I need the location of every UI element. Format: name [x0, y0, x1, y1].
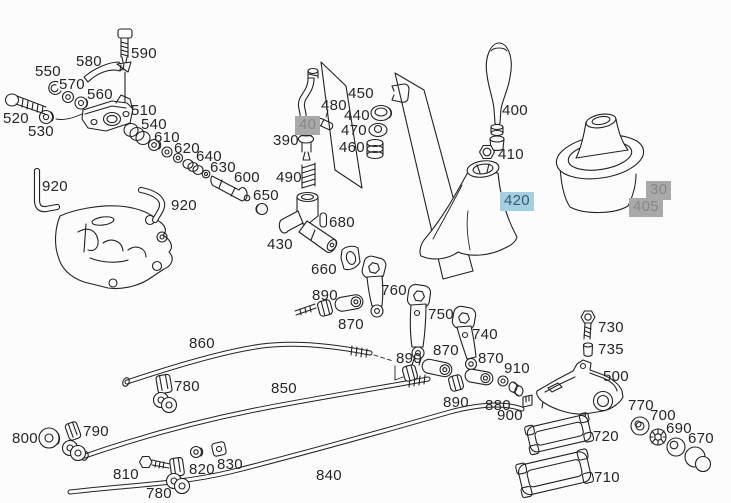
transmission-housing-art	[56, 206, 173, 289]
clamp-780-lower-art	[167, 457, 190, 493]
pipe-920-right-art	[141, 190, 162, 220]
flange-510-art	[82, 95, 133, 131]
shaft-600-art	[211, 176, 250, 201]
gasket-660-art	[341, 246, 360, 269]
spool-880-art	[509, 382, 523, 396]
linkage-rodend-B-art	[395, 358, 453, 382]
grommet-620-art	[162, 147, 172, 157]
grommet-440-art	[371, 106, 392, 121]
bracket-500-art	[537, 360, 623, 419]
pin-480-art	[316, 110, 333, 131]
washers-530-art	[40, 111, 85, 124]
ring-640-art	[174, 154, 183, 163]
clip-450-art	[392, 84, 409, 102]
rod-840-art	[70, 405, 522, 492]
boot-405-art	[553, 112, 646, 213]
sleeve-735-art	[584, 343, 593, 356]
cap-670-art	[685, 447, 711, 472]
c-clip-550-art	[49, 81, 61, 94]
clip-900-art	[523, 395, 532, 407]
detail-box-right-art	[395, 73, 473, 279]
linkage-rodend-A-art	[295, 294, 364, 317]
shifter-base-430-art	[279, 193, 338, 253]
bushing-910-art	[498, 376, 508, 386]
clamp-790-art	[63, 421, 86, 461]
lever-760-art	[361, 255, 388, 317]
spring-630-art	[183, 160, 210, 178]
pipe-920-left-art	[37, 171, 57, 209]
spring-boss-540-art	[124, 124, 150, 145]
lever-750-art	[407, 284, 432, 365]
lever-580-art	[84, 62, 123, 82]
shift-boot-420-art	[420, 159, 517, 259]
rings-610-art	[149, 140, 161, 151]
washer-770-art	[631, 417, 649, 435]
rings-820-art	[191, 447, 203, 458]
grommet-800-art	[39, 428, 60, 448]
lever-740-art	[451, 305, 481, 373]
rod-850-art	[81, 375, 428, 461]
gasket-frame-720-art	[524, 412, 594, 455]
shift-rod-390-art	[298, 69, 318, 161]
gasket-frame-710-art	[515, 448, 594, 498]
rod-860-art	[122, 344, 393, 387]
bolt-520-art	[6, 94, 47, 114]
toothed-washer-700-art	[650, 429, 666, 445]
bolt-810-art	[140, 457, 171, 469]
nut-410-art	[480, 146, 495, 159]
gear-knob-400-art	[486, 43, 511, 150]
bolt-730-art	[581, 311, 595, 339]
grommet-560-art	[75, 97, 88, 109]
spool-460-art	[367, 140, 383, 159]
nut-830-art	[211, 441, 226, 456]
grommet-470-art	[369, 124, 387, 137]
bushing-650-art	[256, 204, 268, 215]
clamp-780-upper-art	[154, 374, 177, 413]
spring-490-art	[302, 163, 315, 188]
washer-690-art	[667, 438, 685, 456]
linkage-rodend-C-art	[448, 368, 494, 392]
pin-680-art	[320, 213, 327, 227]
bolt-590-art	[118, 29, 132, 63]
ring-570-art	[63, 92, 74, 103]
detail-box-left-art	[321, 62, 362, 188]
